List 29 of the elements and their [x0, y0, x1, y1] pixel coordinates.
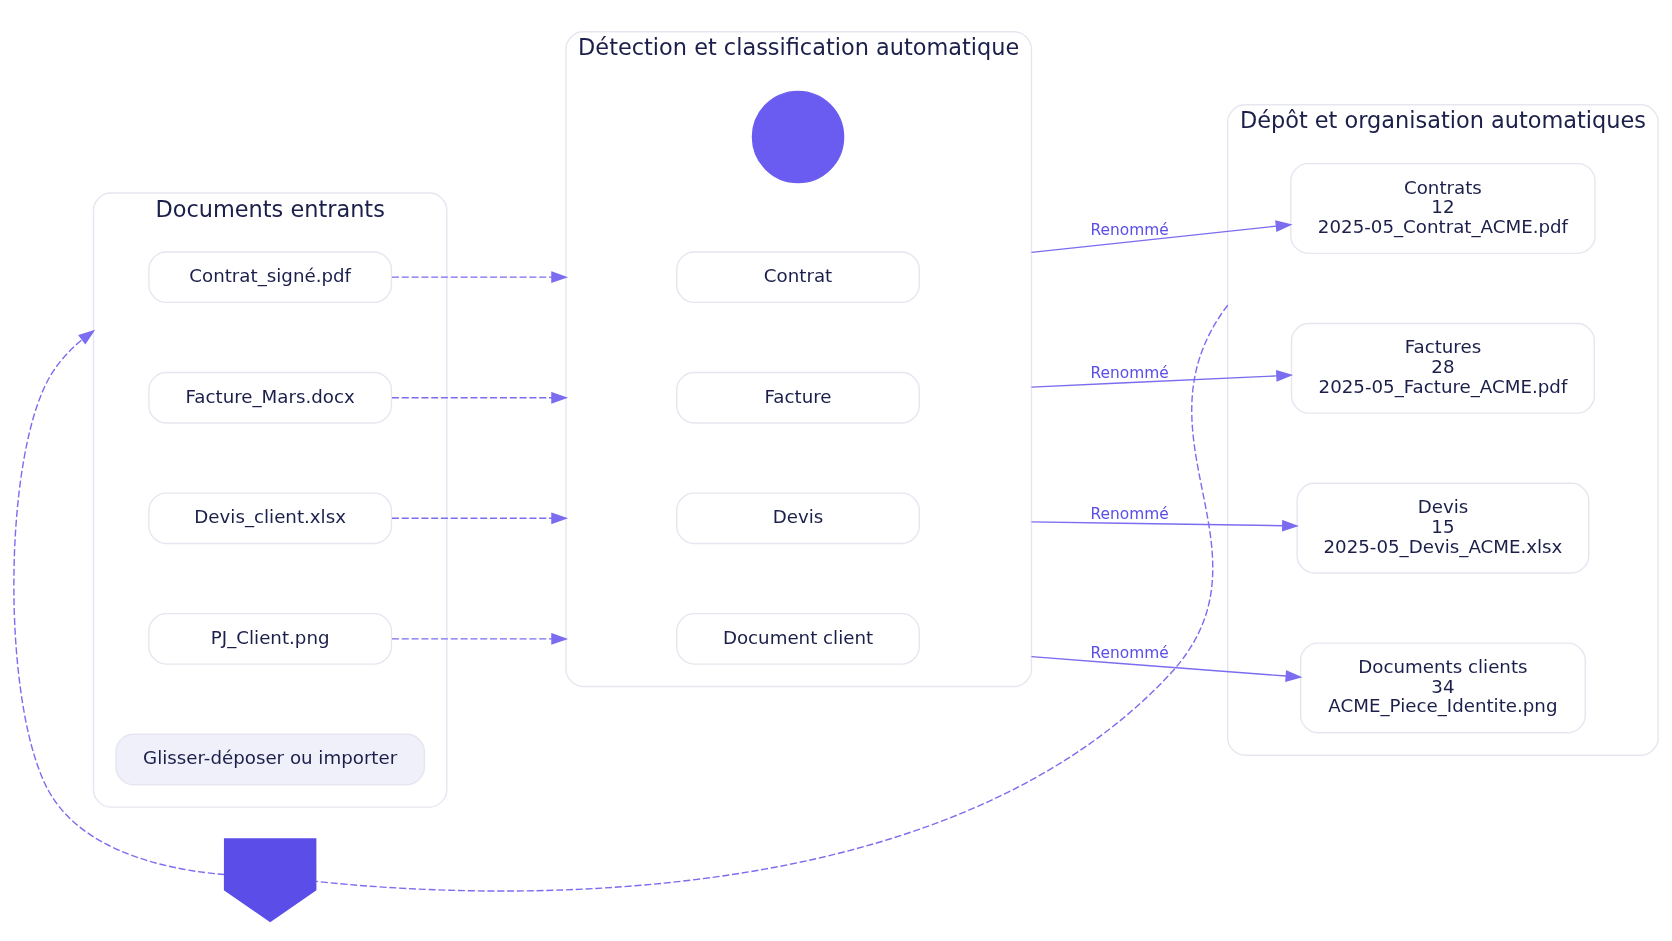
node-box: Devis_client.xlsx: [148, 491, 393, 544]
node-box: Contrat: [676, 250, 920, 303]
node-box: Document client: [676, 612, 920, 665]
arrow: [391, 270, 569, 283]
node-box: Glisser-déposer ou importer: [115, 733, 426, 785]
arrow: [391, 632, 569, 645]
node-box: Contrat_signé.pdf: [148, 250, 393, 303]
connector: [315, 304, 1229, 892]
arrow: [13, 329, 226, 875]
arrow: [1030, 519, 1299, 532]
node-box: Devis 15 2025-05_Devis_ACME.xlsx: [1296, 482, 1590, 574]
node-box: Contrats 12 2025-05_Contrat_ACME.pdf: [1290, 162, 1596, 254]
arrow: [391, 511, 569, 524]
arrow: [1030, 655, 1303, 682]
edge-label: Renommé: [1090, 643, 1169, 662]
edge-label: Renommé: [1090, 220, 1169, 239]
node-box: Facture_Mars.docx: [148, 371, 393, 424]
node-box: Facture: [676, 371, 920, 424]
node-shield: [223, 837, 317, 922]
edge-label: Renommé: [1090, 504, 1169, 523]
node-box: Factures 28 2025-05_Facture_ACME.pdf: [1290, 322, 1596, 414]
node-box: Devis: [676, 491, 920, 544]
edge-label: Renommé: [1090, 363, 1169, 382]
arrow: [1030, 369, 1294, 388]
node-box: PJ_Client.png: [148, 612, 393, 665]
node-circle: [751, 90, 845, 183]
arrow: [1030, 219, 1293, 253]
arrow: [391, 391, 569, 404]
node-box: Documents clients 34 ACME_Piece_Identite.png: [1299, 641, 1586, 734]
